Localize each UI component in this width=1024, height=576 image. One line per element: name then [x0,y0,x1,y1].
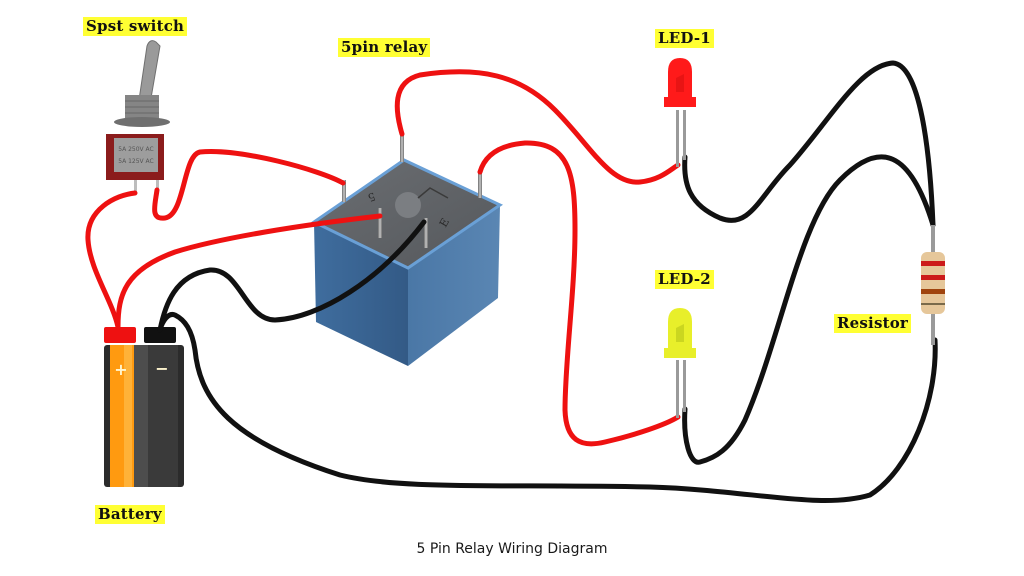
battery-negative-stripe [148,345,178,487]
resistor-body [921,252,945,314]
svg-text:5A 125V AC: 5A 125V AC [118,158,153,165]
relay-pin-nc [400,132,404,162]
wire-battery-neg-to-relay [157,219,427,333]
wire-relay-nc-to-led1 [394,69,681,185]
led2-anode-lead [676,360,679,418]
wire-led1-to-resistor [682,60,936,228]
relay: 5 E [311,132,504,366]
battery: + − [104,327,184,487]
plus-icon: + [114,360,127,379]
red-wires [85,69,681,447]
minus-icon: − [155,359,168,378]
led1-base [664,97,696,107]
label-led-1: LED-1 [655,29,714,48]
label-battery: Battery [95,505,165,524]
wire-battery-to-relay-common [115,213,383,330]
spst-toggle-switch: 5A 250V AC 5A 125V AC [106,40,170,192]
wire-led2-to-resistor [682,154,936,465]
relay-pin-no [478,170,482,198]
wire-switch-to-relay-coil [152,149,346,221]
battery-negative-terminal [144,327,176,343]
resistor [921,225,945,345]
led1-cathode-lead [683,110,686,160]
relay-pin-coil-1 [342,180,346,202]
wire-battery-to-switch [85,190,138,330]
diagram-caption: 5 Pin Relay Wiring Diagram [416,541,608,557]
relay-pin-coil-2 [424,218,428,248]
resistor-top-lead [931,225,935,255]
label-led-2: LED-2 [655,270,714,289]
resistor-band-2 [921,275,945,280]
resistor-band-3 [921,289,945,294]
toggle-lever [138,40,161,105]
svg-text:5: 5 [366,189,377,204]
led-2 [664,308,696,418]
led2-cathode-lead [683,360,686,412]
black-wires [157,60,938,503]
switch-pin-2 [156,180,159,192]
led2-base [664,348,696,358]
wire-relay-no-to-led2 [477,140,681,447]
resistor-bottom-lead [931,310,935,345]
relay-pin-common [378,208,382,238]
wire-resistor-to-battery-neg [157,312,938,503]
label-5pin-relay: 5pin relay [338,38,431,57]
label-resistor: Resistor [834,314,912,333]
resistor-band-1 [921,261,945,266]
battery-positive-terminal [104,327,136,343]
led1-anode-lead [676,110,679,167]
resistor-band-4 [921,303,945,305]
led-1 [664,58,696,167]
svg-text:5A 250V AC: 5A 250V AC [118,146,153,153]
label-spst-switch: Spst switch [83,17,188,36]
switch-pin-1 [134,180,137,192]
relay-side-face [408,205,500,366]
